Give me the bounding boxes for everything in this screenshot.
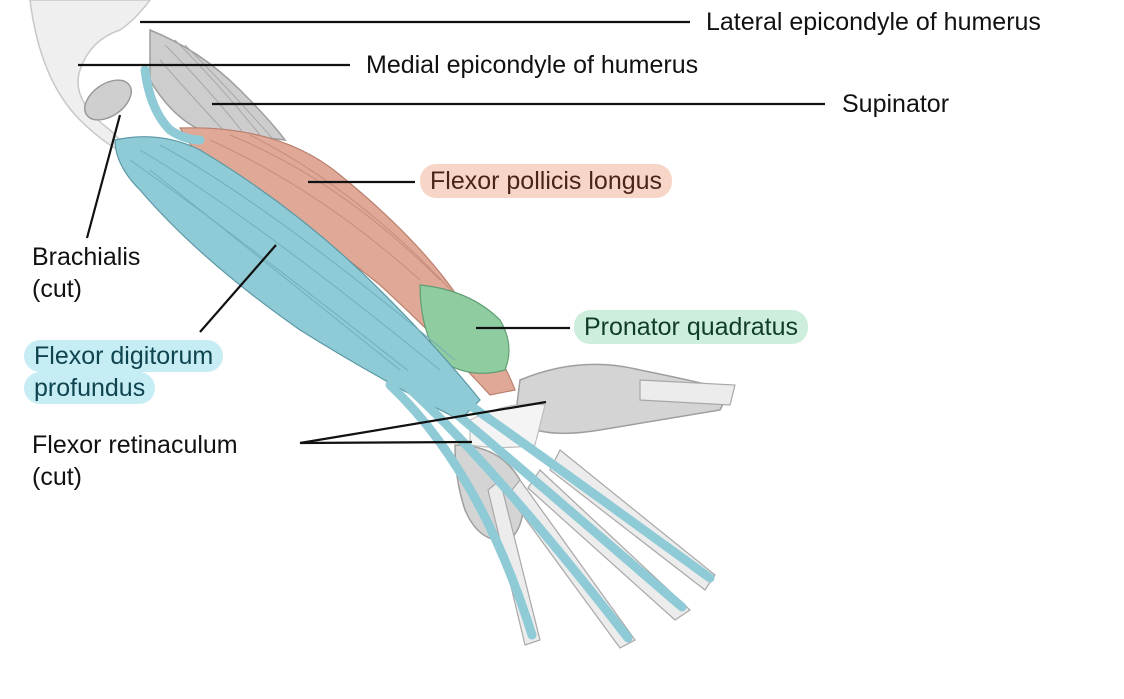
leader-brachialis — [85, 114, 122, 239]
leader-flexor-retinaculum-2 — [299, 440, 473, 445]
label-pronator-quadratus: Pronator quadratus — [574, 310, 809, 344]
label-supinator: Supinator — [842, 88, 949, 120]
fdp-tendon-index — [415, 365, 715, 583]
label-flexor-retinaculum: Flexor retinaculum (cut) — [32, 429, 238, 493]
label-line: Brachialis — [32, 243, 141, 271]
label-brachialis: Brachialis (cut) — [32, 241, 140, 305]
label-line: (cut) — [32, 275, 82, 303]
pronator-quadratus-muscle — [419, 284, 510, 374]
fdp-proximal-tendon — [140, 65, 205, 145]
label-flexor-pollicis-longus: Flexor pollicis longus — [420, 164, 673, 198]
fdp-tendon-middle — [405, 370, 687, 612]
brachialis-cut — [84, 79, 132, 121]
fdp-tendon-little — [385, 380, 537, 640]
label-medial-epicondyle: Medial epicondyle of humerus — [366, 49, 698, 81]
finger-bone-little — [487, 478, 541, 646]
label-text: Pronator quadratus — [584, 313, 799, 341]
flexor-digitorum-profundus-muscle — [114, 136, 481, 421]
label-line: Flexor retinaculum — [32, 431, 238, 459]
label-text: Medial epicondyle of humerus — [366, 51, 699, 79]
label-line: Flexor digitorum — [24, 340, 224, 372]
humerus-bone — [29, 0, 151, 161]
label-line: (cut) — [32, 463, 82, 491]
label-text: Flexor pollicis longus — [430, 167, 663, 195]
thumb-bone — [639, 379, 736, 406]
label-line: profundus — [24, 372, 156, 404]
label-flexor-digitorum-profundus: Flexor digitorum profundus — [24, 340, 224, 404]
label-lateral-epicondyle: Lateral epicondyle of humerus — [706, 6, 1041, 38]
label-text: Supinator — [842, 90, 950, 118]
label-text: Lateral epicondyle of humerus — [706, 8, 1041, 36]
leader-flexor-digitorum-profundus — [199, 244, 277, 333]
fdp-tendon-ring — [395, 375, 633, 643]
leader-flexor-retinaculum-1 — [299, 400, 547, 445]
